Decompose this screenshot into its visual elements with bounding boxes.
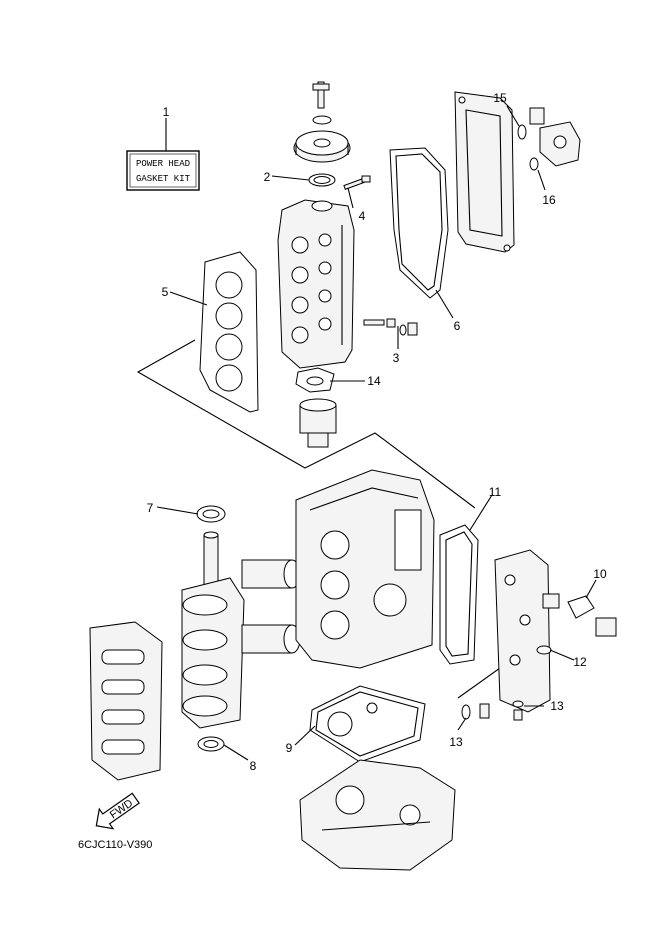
callout-4: 4 [359,209,366,223]
callout-12: 12 [573,655,587,669]
group-bracket-upper [136,339,476,509]
side-cover [494,549,551,713]
exhaust-guide [299,759,456,871]
fwd-arrow-icon: FWD [95,792,140,830]
o-ring-15 [517,124,527,140]
crankshaft-pistons [181,531,301,729]
anode-10 [542,593,617,637]
plug-13 [479,703,490,719]
cylinder-block [295,469,435,669]
callout-7: 7 [147,501,154,515]
bolt-4 [343,175,371,190]
callout-13-right: 13 [550,699,564,713]
callout-5: 5 [162,285,169,299]
callout-6: 6 [454,319,461,333]
callout-9: 9 [286,741,293,755]
cylinder-head [277,199,355,369]
gasket-kit-box: POWER HEAD GASKET KIT [126,150,200,191]
callout-15: 15 [493,91,507,105]
callout-1: 1 [163,105,170,119]
fitting-3 [363,318,418,336]
thermostat-gasket-14 [295,367,335,393]
intake-plate [89,621,163,781]
callout-14: 14 [367,374,381,388]
o-ring-12 [536,645,552,655]
kit-label-line2: GASKET KIT [136,174,191,184]
callout-3: 3 [393,351,400,365]
o-ring-16 [529,157,539,171]
callout-13-left: 13 [449,735,463,749]
callout-10: 10 [593,567,607,581]
figure-ref: 6CJC110-V390 [78,839,152,851]
kit-label-line1: POWER HEAD [136,159,190,169]
head-gasket-5 [199,251,259,413]
exhaust-gasket-6 [389,147,449,299]
thermostat-housing [299,398,337,448]
fuel-pump [529,107,581,167]
callout-16: 16 [542,193,556,207]
exhaust-cover-plate [454,91,515,253]
callout-8: 8 [250,759,257,773]
o-ring-13-left [461,704,471,720]
timing-pulley [293,81,351,163]
callout-11: 11 [489,485,502,499]
o-ring-13-right [512,700,524,708]
base-gasket-9 [309,685,426,763]
callout-2: 2 [264,170,271,184]
